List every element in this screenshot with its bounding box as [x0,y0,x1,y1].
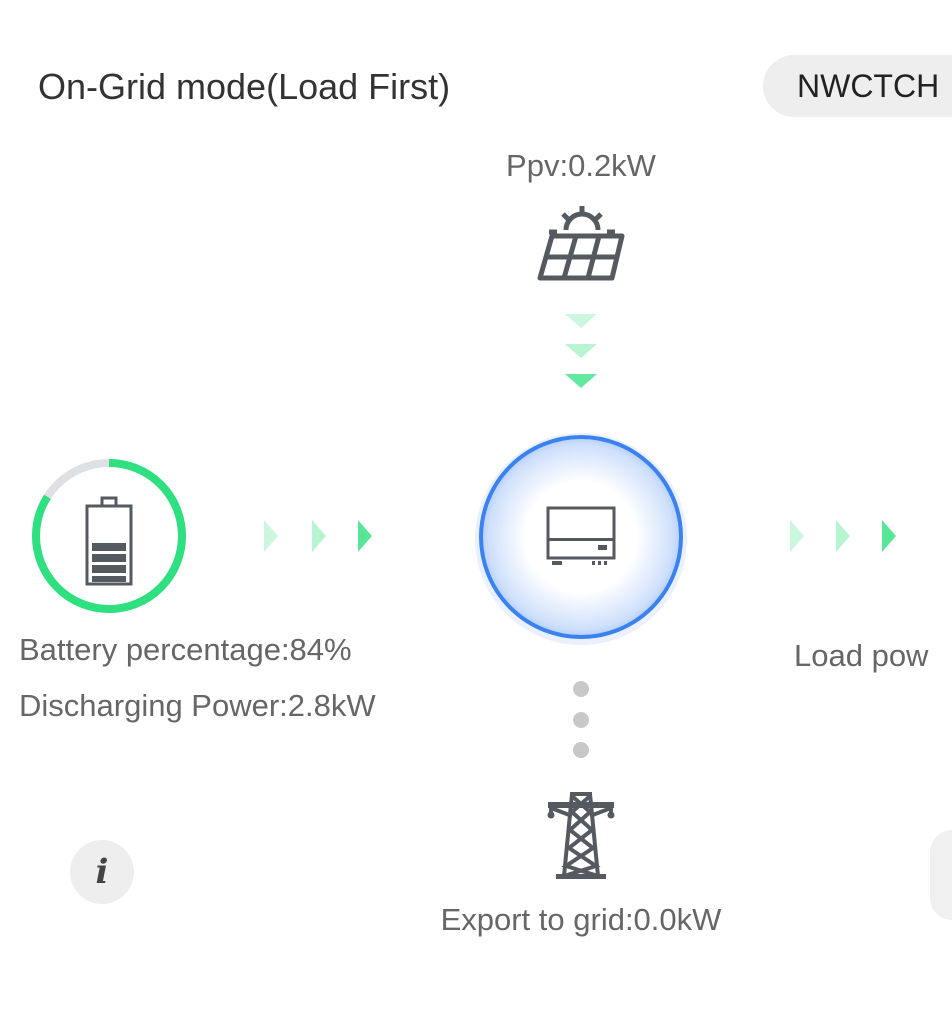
info-button[interactable]: i [70,840,134,904]
battery-percentage-label: Battery percentage:84% [19,632,352,667]
battery-icon [85,496,133,586]
load-power-label: Load pow [794,638,929,673]
grid-flow-dot [573,742,589,758]
grid-flow-dot [573,712,589,728]
discharging-power-label: Discharging Power:2.8kW [19,688,376,723]
grid-flow-dot [573,681,589,697]
pv-power-label: Ppv:0.2kW [506,148,656,183]
mode-title: On-Grid mode(Load First) [38,66,451,107]
side-action-button[interactable] [930,830,952,920]
device-selector-button[interactable]: NWCTCH [763,55,952,117]
battery-ring [32,459,186,613]
battery-flow-arrows [264,520,372,552]
load-flow-arrows [790,520,896,552]
export-to-grid-label: Export to grid:0.0kW [440,902,722,937]
pv-flow-arrows [565,314,597,388]
power-tower-icon [547,792,615,879]
inverter-icon [546,506,616,565]
inverter-node[interactable] [471,427,691,647]
solar-panel-icon [537,206,625,281]
